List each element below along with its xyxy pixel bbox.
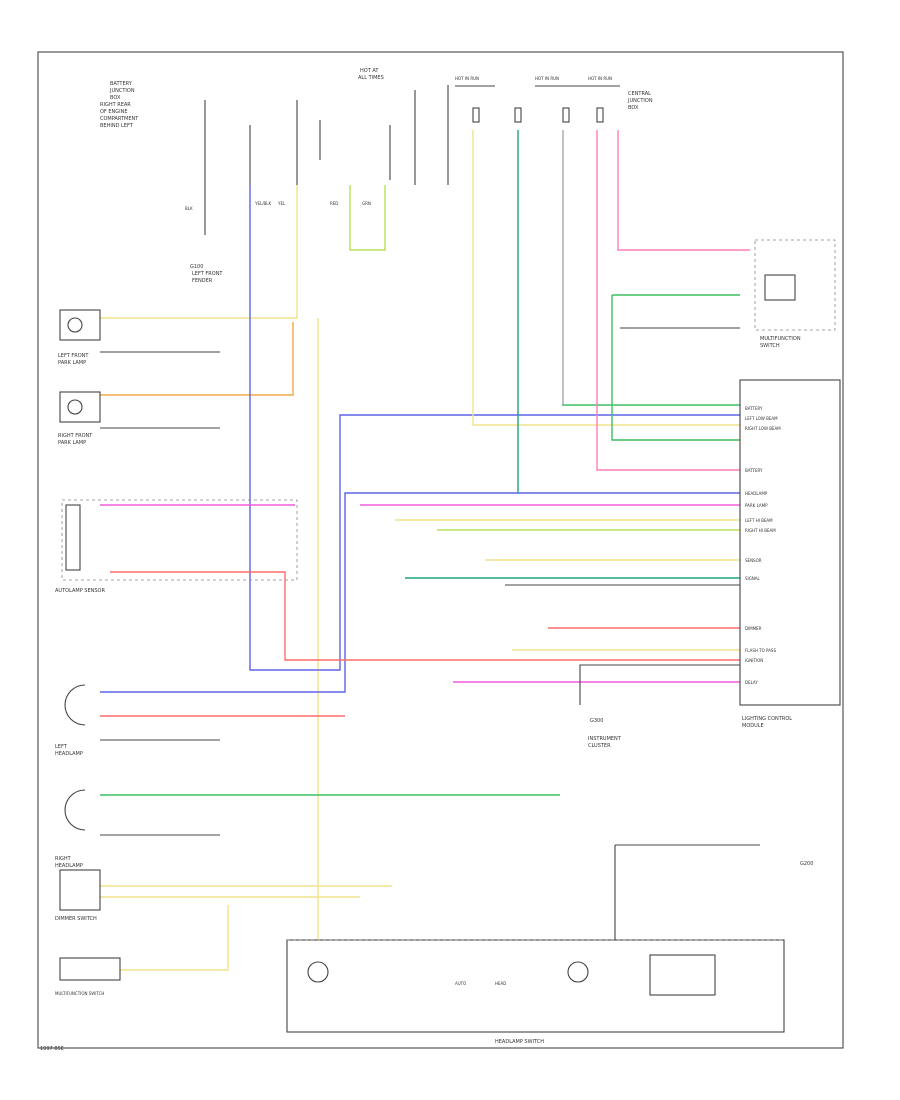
svg-text:FLASH TO PASS: FLASH TO PASS	[745, 648, 776, 653]
diagram-code: 1997 85E	[40, 1046, 64, 1052]
svg-text:BLK: BLK	[185, 206, 193, 211]
svg-text:DELAY: DELAY	[745, 680, 758, 685]
right-front-park-lamp: RIGHT FRONT PARK LAMP	[58, 391, 101, 446]
dimmer-switch: DIMMER SWITCH MULTIFUNCTION SWITCH	[55, 869, 121, 996]
svg-text:DIMMER: DIMMER	[745, 626, 762, 631]
svg-text:HEAD: HEAD	[495, 981, 506, 986]
headlamp-switch: AUTO HEAD HEADLAMP SWITCH	[286, 939, 785, 1045]
svg-text:AUTO: AUTO	[455, 981, 466, 986]
svg-text:CENTRAL: CENTRAL	[628, 91, 651, 97]
wire-harness	[100, 130, 760, 971]
svg-text:HEADLAMP: HEADLAMP	[55, 863, 83, 869]
svg-text:MULTIFUNCTION: MULTIFUNCTION	[760, 336, 801, 342]
svg-text:SENSOR: SENSOR	[745, 558, 762, 563]
svg-text:AUTOLAMP SENSOR: AUTOLAMP SENSOR	[55, 588, 105, 594]
multifunction-switch-box: MULTIFUNCTION SWITCH	[754, 239, 836, 349]
lighting-control-module: BATTERY LEFT LOW BEAM RIGHT LOW BEAM BAT…	[739, 379, 841, 729]
svg-text:SWITCH: SWITCH	[760, 343, 780, 349]
svg-text:BOX: BOX	[110, 95, 121, 101]
svg-text:RIGHT HI BEAM: RIGHT HI BEAM	[745, 528, 776, 533]
svg-text:YEL: YEL	[277, 201, 286, 206]
svg-text:HOT IN RUN: HOT IN RUN	[455, 76, 479, 81]
svg-text:IGNITION: IGNITION	[745, 658, 763, 663]
svg-text:RED: RED	[330, 201, 338, 206]
svg-text:LEFT: LEFT	[55, 744, 68, 750]
svg-text:ALL TIMES: ALL TIMES	[358, 75, 384, 81]
right-headlamp: RIGHT HEADLAMP	[55, 789, 86, 869]
svg-text:RIGHT REAR: RIGHT REAR	[100, 102, 131, 108]
top-power-block: BATTERY JUNCTION BOX RIGHT REAR OF ENGIN…	[100, 68, 449, 284]
svg-text:G100: G100	[190, 264, 203, 270]
autolamp-sensor: AUTOLAMP SENSOR	[55, 499, 298, 594]
svg-text:HOT AT: HOT AT	[360, 68, 379, 74]
svg-text:JUNCTION: JUNCTION	[627, 98, 653, 104]
svg-text:PARK LAMP: PARK LAMP	[58, 440, 86, 446]
svg-text:BOX: BOX	[628, 105, 639, 111]
svg-text:COMPARTMENT: COMPARTMENT	[100, 116, 139, 122]
svg-text:MODULE: MODULE	[742, 723, 764, 729]
svg-text:FENDER: FENDER	[192, 278, 213, 284]
svg-text:BATTERY: BATTERY	[745, 468, 763, 473]
svg-text:RIGHT FRONT: RIGHT FRONT	[58, 433, 93, 439]
fuse-group-top-right: HOT IN RUN HOT IN RUN HOT IN RUN CENTRAL…	[455, 76, 653, 123]
svg-text:PARK LAMP: PARK LAMP	[58, 360, 86, 366]
instrument-cluster-label: G300 INSTRUMENT CLUSTER G200	[588, 718, 813, 867]
svg-text:LEFT FRONT: LEFT FRONT	[58, 353, 89, 359]
svg-text:G300: G300	[590, 718, 603, 724]
svg-text:YEL/BLK: YEL/BLK	[254, 201, 272, 206]
svg-text:RIGHT LOW BEAM: RIGHT LOW BEAM	[745, 426, 781, 431]
svg-text:LIGHTING CONTROL: LIGHTING CONTROL	[742, 716, 792, 722]
svg-text:BEHIND LEFT: BEHIND LEFT	[100, 123, 134, 129]
svg-text:JUNCTION: JUNCTION	[109, 88, 135, 94]
svg-text:CLUSTER: CLUSTER	[588, 743, 611, 749]
svg-text:HEADLAMP: HEADLAMP	[55, 751, 83, 757]
svg-text:GRN: GRN	[362, 201, 371, 206]
svg-text:G200: G200	[800, 861, 813, 867]
svg-text:MULTIFUNCTION SWITCH: MULTIFUNCTION SWITCH	[55, 991, 104, 996]
left-front-park-lamp: LEFT FRONT PARK LAMP	[58, 309, 101, 366]
svg-text:LEFT FRONT: LEFT FRONT	[192, 271, 223, 277]
svg-text:LEFT LOW BEAM: LEFT LOW BEAM	[745, 416, 778, 421]
svg-text:LEFT HI BEAM: LEFT HI BEAM	[745, 518, 773, 523]
svg-text:RIGHT: RIGHT	[55, 856, 72, 862]
svg-text:HOT IN RUN: HOT IN RUN	[535, 76, 559, 81]
svg-text:SIGNAL: SIGNAL	[745, 576, 761, 581]
svg-text:INSTRUMENT: INSTRUMENT	[588, 736, 622, 742]
svg-text:PARK LAMP: PARK LAMP	[745, 503, 768, 508]
svg-text:HEADLAMP: HEADLAMP	[745, 491, 768, 496]
svg-text:DIMMER SWITCH: DIMMER SWITCH	[55, 916, 97, 922]
left-headlamp: LEFT HEADLAMP	[55, 684, 86, 757]
headlamp-switch-title: HEADLAMP SWITCH	[495, 1039, 544, 1045]
svg-text:BATTERY: BATTERY	[745, 406, 763, 411]
svg-text:OF ENGINE: OF ENGINE	[100, 109, 128, 115]
svg-text:HOT IN RUN: HOT IN RUN	[588, 76, 612, 81]
diagram-frame	[37, 51, 844, 1049]
svg-text:BATTERY: BATTERY	[110, 81, 133, 87]
